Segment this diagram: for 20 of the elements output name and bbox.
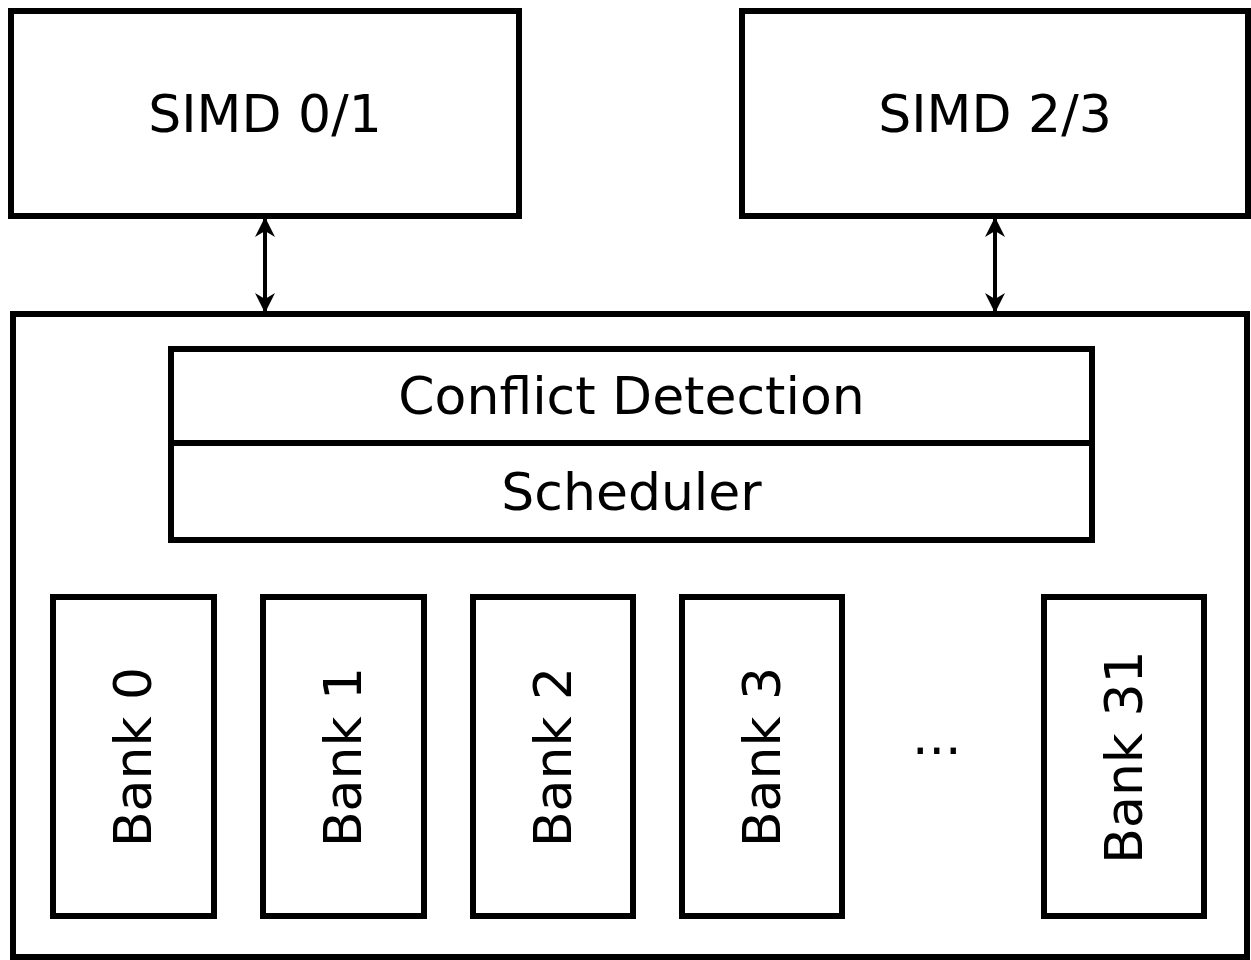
bank-box bbox=[679, 594, 845, 919]
container-box bbox=[10, 311, 1250, 960]
block-label: Conflict Detection bbox=[398, 370, 865, 422]
ellipsis-label: ... bbox=[912, 710, 962, 762]
bank-box bbox=[260, 594, 427, 919]
block-label: Bank 0 bbox=[107, 666, 160, 847]
block-label: SIMD 2/3 bbox=[878, 87, 1112, 140]
block-label: Bank 1 bbox=[317, 666, 370, 847]
bank-box bbox=[470, 594, 636, 919]
block-label: Bank 3 bbox=[736, 666, 788, 847]
block-label: Scheduler bbox=[501, 465, 762, 518]
bank-box bbox=[50, 594, 217, 919]
block-box bbox=[739, 8, 1251, 219]
block-label: SIMD 0/1 bbox=[148, 87, 382, 140]
double-arrow bbox=[255, 217, 275, 313]
double-arrow bbox=[985, 217, 1005, 313]
block-box bbox=[8, 8, 522, 219]
block-label: Bank 31 bbox=[1098, 649, 1150, 864]
block-label: Bank 2 bbox=[527, 666, 579, 847]
bank-box bbox=[1041, 594, 1207, 919]
